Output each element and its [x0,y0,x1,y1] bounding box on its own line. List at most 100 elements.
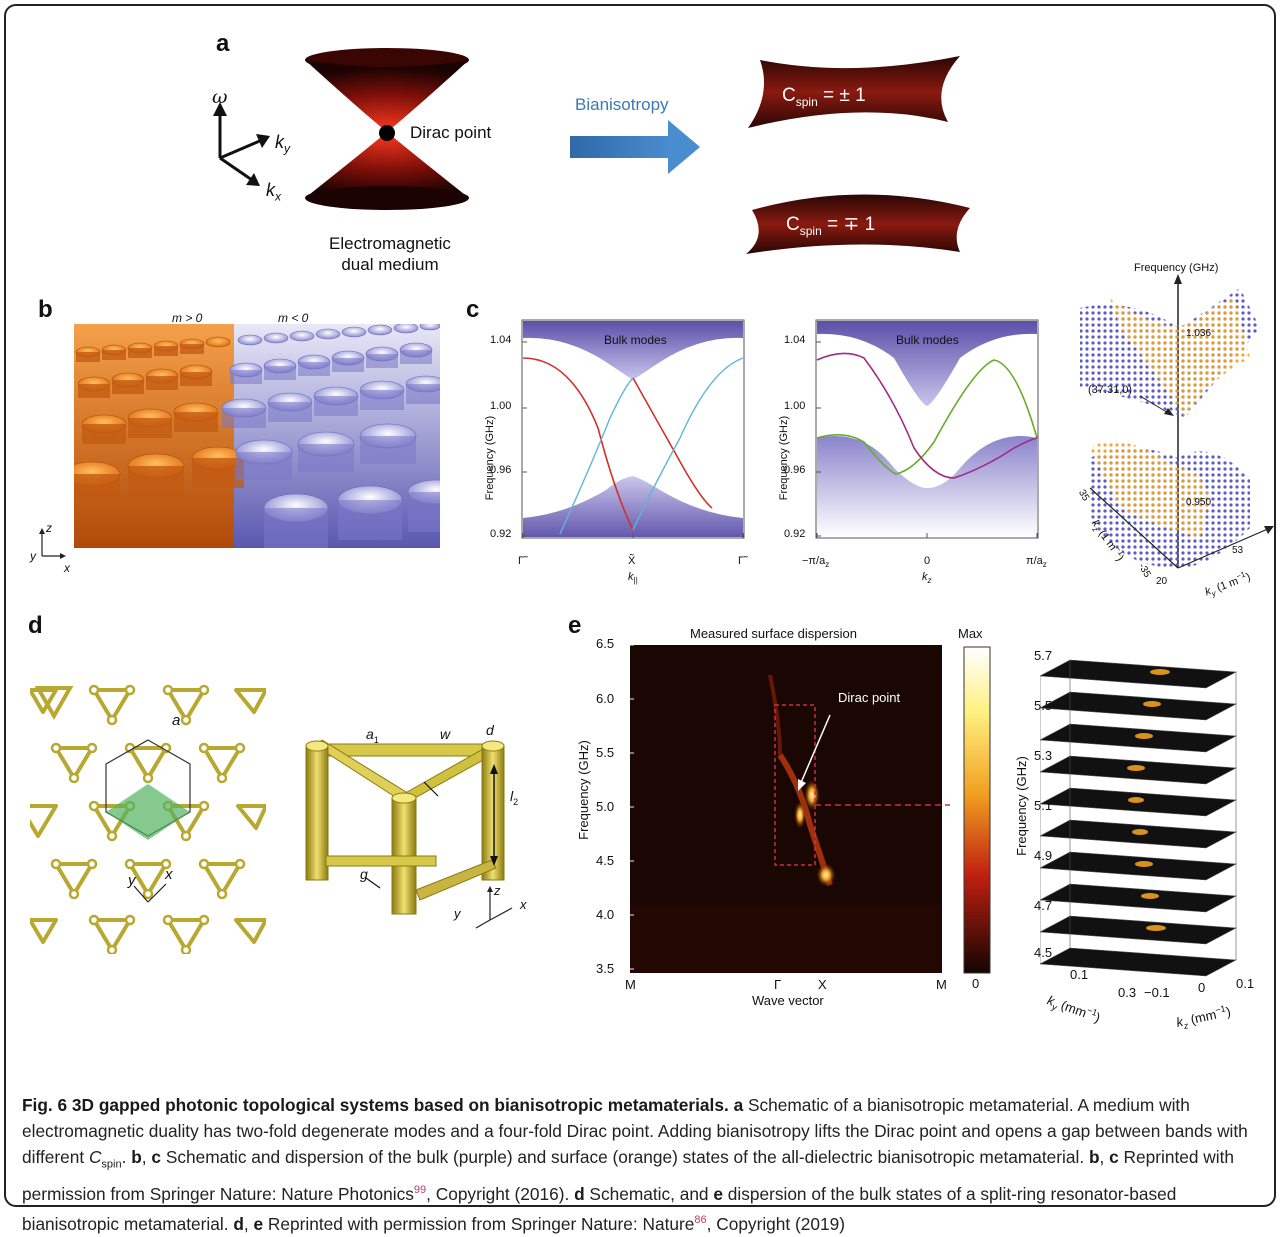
caption-fig-label: Fig. 6 3D gapped photonic topological sy… [22,1095,729,1115]
slice-kz-tick-1: 0 [1198,980,1206,995]
dispersion-xtick-M2: M [936,977,947,992]
band-mid-ytick-0: 1.04 [784,334,806,346]
lower-cspin-label: Cspin = ∓ 1 [786,214,876,238]
upper-cspin-label: Cspin = ± 1 [782,85,866,109]
split-ring-resonator [305,739,505,915]
slice-ytick-6: 4.5 [1034,945,1053,960]
band-left-ytick-1: 1.00 [490,400,512,412]
dispersion-ytick-3: 5.0 [596,799,615,814]
panel-a-letter: a [216,30,230,57]
bulk-modes-label-middle: Bulk modes [896,333,959,347]
lattice-top-view [30,684,266,954]
band-mid-xtick-1: 0 [924,555,931,567]
band-3d-plot [1080,274,1274,569]
dispersion-title: Measured surface dispersion [690,626,857,641]
axis-ky-label: ky [275,132,290,156]
panel-d-letter: d [28,612,43,639]
caption-ref-86[interactable]: 86 [694,1214,707,1227]
dispersion-xtick-Gamma: Γ [774,977,782,992]
band-mid-xtick-0: −π/az [802,555,830,570]
panel-e-letter: e [568,612,582,639]
panel-b-z: z [46,521,52,535]
band-3d-title: Frequency (GHz) [1134,262,1219,274]
m-negative-label: m < 0 [278,311,309,325]
panel-b-letter: b [38,296,53,323]
slice-ytick-2: 5.3 [1034,748,1053,763]
band-left-xlabel: k|| [628,571,638,586]
band-3d-point-label: (37.31,0) [1088,384,1133,396]
slice-kz-tick-2: 0.1 [1236,976,1255,991]
dispersion-ytick-1: 6.0 [596,691,615,706]
dispersion-map [630,645,950,973]
band-left-xtick-0: Γ̃ [518,555,525,567]
lattice-a-label: a [172,712,181,729]
dispersion-colorbar [963,646,991,974]
panel-b-axes [39,528,66,559]
dispersion-ylabel: Frequency (GHz) [576,740,591,840]
band-left-ytick-3: 0.92 [490,528,512,540]
dispersion-ytick-4: 4.5 [596,853,615,868]
metamaterial-render [74,324,440,548]
dispersion-xtick-M1: M [625,977,636,992]
dispersion-ytick-5: 4.0 [596,907,615,922]
panel-a-axes [213,102,270,186]
lattice-x-label: x [165,866,173,883]
slice-ky-tick-0: 0.1 [1070,967,1089,982]
band-mid-ylabel: Frequency (GHz) [778,415,790,501]
dirac-point-label: Dirac point [410,123,492,142]
band-plot-middle [815,319,1039,539]
band-plot-left-ticks [522,341,744,538]
band-left-xtick-2: Γ̃ [738,555,745,567]
lattice-y-label: y [128,872,136,889]
gapped-bands [746,56,970,254]
resonator-w: w [440,726,451,742]
slice-stack [1040,659,1238,977]
band-left-xtick-1: X̃ [628,555,636,567]
slice-ytick-5: 4.7 [1034,898,1053,913]
band-mid-ytick-3: 0.92 [784,528,806,540]
band-left-ylabel: Frequency (GHz) [484,415,496,501]
panel-a-schematic [213,48,970,254]
panel-d-axis-y: y [454,906,461,921]
bianisotropy-label: Bianisotropy [575,95,669,114]
figure-caption: Fig. 6 3D gapped photonic topological sy… [22,1095,1248,1234]
axis-kx-label: kx [266,180,281,204]
panel-d-axis-z: z [494,883,501,898]
band-3d-ky-tick-b: 53 [1232,545,1244,556]
slice-ytick-3: 5.1 [1034,798,1053,813]
resonator-g: g [360,866,368,882]
dispersion-ytick-2: 5.5 [596,745,615,760]
band-left-ytick-2: 0.96 [490,464,512,476]
panel-d-axes [475,886,513,929]
axis-omega-label: ω [212,86,228,108]
caption-ref-99[interactable]: 99 [413,1184,427,1197]
dispersion-ytick-6: 3.5 [596,961,615,976]
slice-kz-tick-0: −0.1 [1144,985,1170,1000]
slice-ky-tick-1: 0.3 [1118,985,1137,1000]
panel-d-axis-x: x [520,897,527,912]
band-mid-ytick-2: 0.96 [784,464,806,476]
band-mid-ytick-1: 1.00 [784,400,806,412]
panel-b-y: y [30,549,36,563]
colorbar-min: 0 [972,976,980,991]
bianisotropy-arrow [570,120,700,174]
panel-b-x: x [64,561,70,575]
slice-ytick-0: 5.7 [1034,648,1053,663]
colorbar-max: Max [958,626,983,641]
band-plot-left [521,319,745,539]
dispersion-dirac-label: Dirac point [838,690,901,705]
slice-ytick-1: 5.5 [1034,698,1053,713]
slice-stack-ylabel: Frequency (GHz) [1014,756,1029,856]
dispersion-xlabel: Wave vector [752,993,824,1008]
dispersion-ytick-0: 6.5 [596,636,615,651]
bulk-modes-label-left: Bulk modes [604,333,667,347]
band-mid-xlabel: kz [922,571,932,586]
resonator-l2: l2 [510,788,519,807]
band-3d-bottom-value: 0.950 [1186,497,1212,508]
figure-frame [4,4,1276,1207]
slice-ytick-4: 4.9 [1034,848,1053,863]
band-3d-top-value: 1.036 [1186,328,1212,339]
dirac-cone [305,48,469,210]
band-mid-xtick-2: π/az [1026,555,1047,570]
